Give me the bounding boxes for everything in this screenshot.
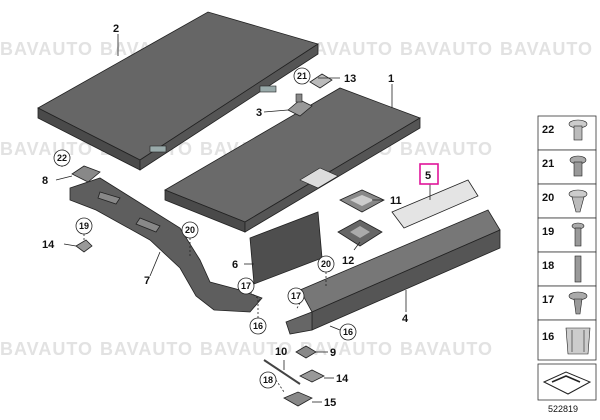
diagram-code: 522819 [548, 404, 578, 414]
svg-text:21: 21 [297, 71, 307, 81]
part-7-frame-bracket[interactable] [69, 177, 263, 313]
bolt-icon [574, 255, 582, 283]
callout-8: 8 [42, 175, 48, 187]
part-13-cover[interactable] [309, 73, 333, 89]
callout-11: 11 [390, 195, 402, 207]
circle-callout-20: 20 [181, 221, 199, 239]
legend-row-18[interactable]: 18 [537, 251, 597, 287]
svg-text:17: 17 [291, 291, 301, 301]
svg-text:18: 18 [263, 375, 273, 385]
callout-14: 14 [42, 239, 55, 251]
push-clip-icon [568, 119, 588, 141]
legend-row-20[interactable]: 20 [537, 183, 597, 219]
legend-row-17[interactable]: 17 [537, 285, 597, 321]
legend-row-19[interactable]: 19 [537, 217, 597, 253]
svg-text:19: 19 [79, 221, 89, 231]
part-5-strip[interactable] [391, 179, 479, 229]
watermark-text: BAVAUTO [400, 339, 493, 359]
svg-text:16: 16 [253, 321, 263, 331]
watermark-text: BAVAUTO [400, 39, 493, 59]
svg-text:19: 19 [542, 226, 554, 238]
circle-callout-20: 20 [317, 255, 335, 273]
watermark-text: BAVAUTO [0, 339, 93, 359]
screw-icon [571, 222, 585, 247]
callouts: 2 1 13 3 8 14 7 6 11 12 4 10 9 14 15 [42, 23, 409, 409]
callout-14-lower: 14 [336, 373, 349, 385]
callout-15: 15 [324, 397, 336, 409]
flange-screw-icon [568, 291, 588, 315]
svg-text:21: 21 [542, 158, 554, 170]
callout-6: 6 [232, 259, 238, 271]
callout-13: 13 [344, 73, 356, 85]
part-15-pad[interactable] [283, 391, 313, 407]
circle-callout-16: 16 [339, 323, 357, 341]
circle-callout-17: 17 [237, 277, 255, 295]
watermark-text: BAVAUTO [200, 339, 293, 359]
callout-1: 1 [388, 73, 394, 85]
direction-arrow-icon [542, 371, 592, 395]
callout-7: 7 [144, 275, 150, 287]
svg-text:17: 17 [241, 281, 251, 291]
circle-callout-16: 16 [249, 317, 267, 335]
part-4-long-tray[interactable] [285, 209, 501, 335]
callout-3: 3 [256, 107, 262, 119]
circle-callout-22: 22 [53, 149, 71, 167]
part-11-bezel[interactable] [339, 189, 385, 213]
watermark-text: BAVAUTO [300, 339, 393, 359]
expansion-clip-icon [568, 189, 588, 213]
part-14-clip-upper[interactable] [75, 239, 93, 253]
legend-row-21[interactable]: 21 [537, 149, 597, 185]
svg-text:18: 18 [542, 260, 554, 272]
fastener-legend: 22 21 20 19 [537, 115, 597, 414]
callout-9: 9 [330, 347, 336, 359]
callout-5-highlighted[interactable]: 5 [419, 163, 439, 185]
watermark-text: BAVAUTO [400, 139, 493, 159]
svg-text:16: 16 [542, 331, 554, 343]
part-8-clip[interactable] [71, 165, 101, 183]
svg-text:20: 20 [321, 259, 331, 269]
watermark-text: BAVAUTO [0, 39, 93, 59]
circle-callout-17: 17 [287, 287, 305, 305]
part-10-rod[interactable] [263, 359, 301, 385]
callout-4: 4 [402, 313, 409, 325]
circle-callout-19: 19 [75, 217, 93, 235]
legend-row-16[interactable]: 16 [537, 319, 597, 361]
circle-callout-18: 18 [259, 371, 277, 389]
part-14-clip-lower[interactable] [299, 369, 325, 383]
svg-text:20: 20 [542, 192, 554, 204]
callout-12: 12 [342, 255, 354, 267]
circle-callout-21: 21 [293, 67, 311, 85]
legend-direction-cell [537, 363, 597, 401]
svg-text:22: 22 [542, 124, 554, 136]
watermark-text: BAVAUTO [300, 39, 393, 59]
rivet-icon [569, 155, 587, 177]
svg-text:16: 16 [343, 327, 353, 337]
nut-clip-icon [565, 327, 591, 355]
watermark-text: BAVAUTO [100, 339, 193, 359]
part-1-floor-panel-lower[interactable] [164, 87, 421, 233]
svg-text:20: 20 [185, 225, 195, 235]
part-12-handle-housing[interactable] [337, 219, 383, 247]
callout-2: 2 [113, 23, 119, 35]
part-2-floor-panel-upper[interactable] [37, 11, 319, 171]
watermark-text: BAVAUTO [0, 139, 93, 159]
svg-text:17: 17 [542, 294, 554, 306]
watermark-text: BAVAUTO [500, 39, 593, 59]
part-3-bracket[interactable] [287, 93, 313, 117]
callout-10: 10 [275, 346, 287, 358]
leader-lines [55, 34, 431, 403]
callout-5: 5 [425, 170, 431, 182]
legend-row-22[interactable]: 22 [537, 115, 597, 151]
circled-callouts: 21 22 19 20 17 16 20 17 [53, 67, 357, 389]
svg-text:22: 22 [57, 153, 67, 163]
